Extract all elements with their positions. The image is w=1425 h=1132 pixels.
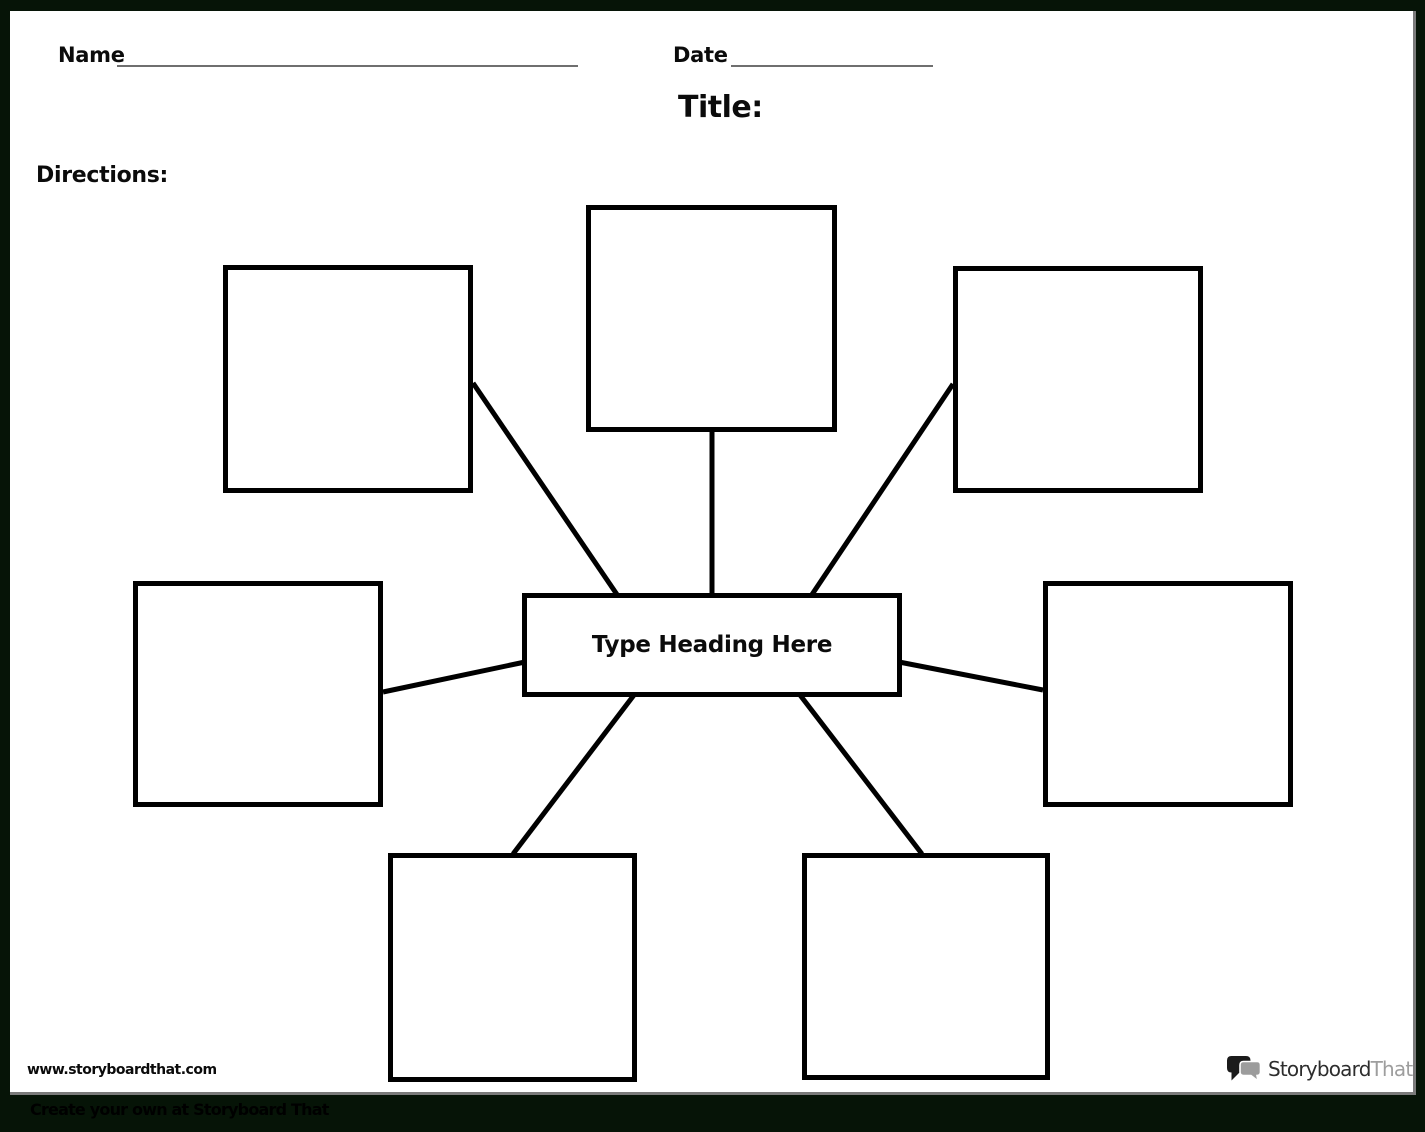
logo-text-that: That xyxy=(1370,1057,1414,1081)
create-your-own-watermark: Create your own at Storyboard That xyxy=(30,1100,329,1119)
node-box-bottom-left[interactable] xyxy=(388,853,637,1082)
node-box-top-center[interactable] xyxy=(586,205,837,432)
node-box-middle-right[interactable] xyxy=(1043,581,1293,807)
name-field-label: Name xyxy=(58,43,125,67)
logo-wordmark: StoryboardThat xyxy=(1268,1057,1414,1081)
connector-line xyxy=(808,382,956,598)
page-title: Title: xyxy=(678,90,763,125)
site-url-text: www.storyboardthat.com xyxy=(27,1062,217,1078)
node-box-top-left[interactable] xyxy=(223,265,473,493)
node-box-middle-left[interactable] xyxy=(133,581,383,807)
worksheet-page: Name Date Title: Directions: xyxy=(10,11,1416,1095)
storyboardthat-logo[interactable]: StoryboardThat xyxy=(1226,1055,1414,1083)
connector-line xyxy=(382,659,526,695)
center-heading-text: Type Heading Here xyxy=(591,632,833,658)
speech-bubbles-icon xyxy=(1227,1056,1262,1083)
connector-line xyxy=(511,693,636,856)
center-heading-box[interactable]: Type Heading Here xyxy=(522,593,902,697)
connector-line xyxy=(798,693,924,856)
spider-map-connectors xyxy=(382,381,1044,856)
name-write-line xyxy=(117,65,578,67)
node-box-bottom-right[interactable] xyxy=(802,853,1050,1080)
date-field-label: Date xyxy=(673,43,728,67)
logo-text-storyboard: Storyboard xyxy=(1268,1057,1371,1081)
node-box-top-right[interactable] xyxy=(953,266,1203,493)
directions-label: Directions: xyxy=(36,163,169,188)
connector-line xyxy=(898,659,1044,693)
connector-line xyxy=(470,381,621,598)
date-write-line xyxy=(731,65,933,67)
